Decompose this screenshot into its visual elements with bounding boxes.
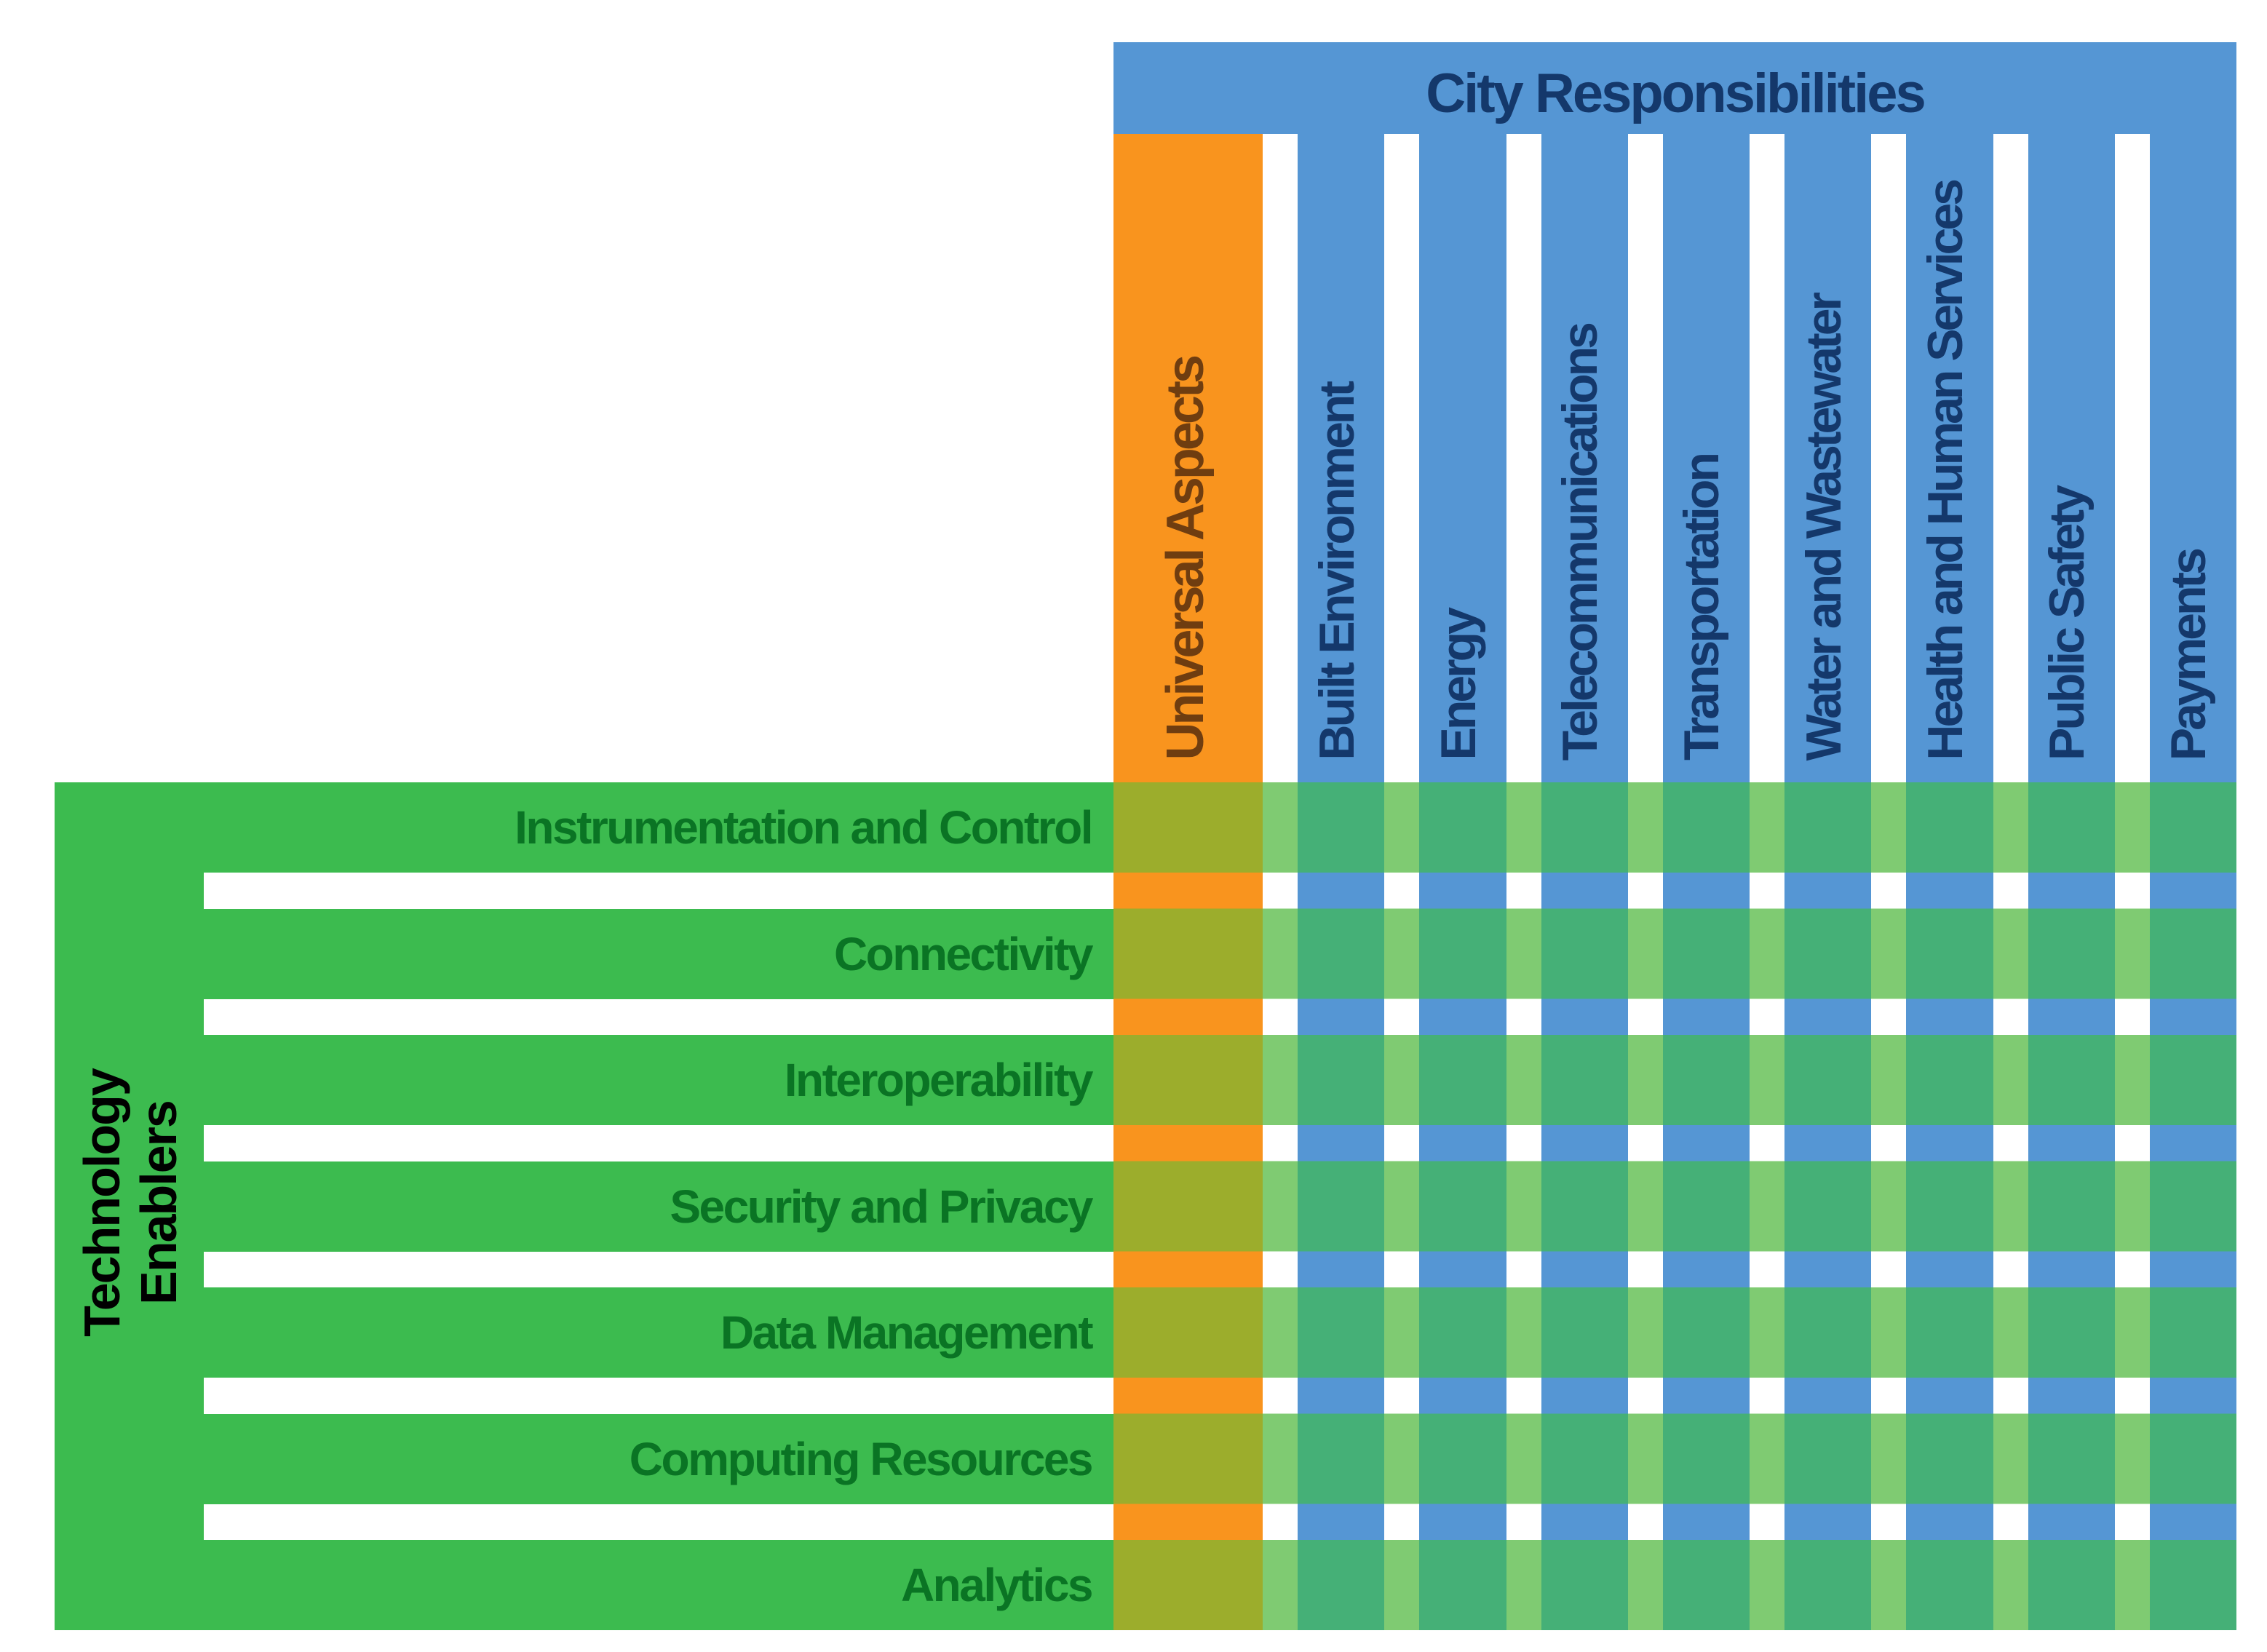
column-universal-aspects [1113, 134, 1263, 1630]
column-built-environment-row-intersections [1298, 782, 1385, 1630]
column-label-payments: Payments [2161, 549, 2217, 761]
column-label-health-and-human-services: Health and Human Services [1917, 181, 1973, 761]
column-separator-row-intersections [2114, 782, 2150, 1630]
column-water-and-wastewater-row-intersections [1784, 782, 1872, 1630]
column-universal-aspects-row-intersections [1113, 782, 1263, 1630]
column-separator-row-intersections [1384, 782, 1420, 1630]
technology-enablers-line1: Technology [73, 1068, 130, 1337]
column-separator-row-intersections [1263, 782, 1298, 1630]
row-label-instrumentation-and-control: Instrumentation and Control [515, 801, 1093, 854]
column-public-safety-upper [2028, 134, 2115, 782]
column-separator-upper [2114, 134, 2150, 782]
column-label-transportation: Transportation [1674, 454, 1730, 761]
column-label-water-and-wastewater: Water and Wastewater [1795, 294, 1851, 761]
column-label-telecommunications: Telecommunications [1552, 324, 1608, 761]
row-label-computing-resources: Computing Resources [629, 1432, 1094, 1485]
column-separator-upper [1506, 134, 1541, 782]
column-separator-upper [1993, 134, 2028, 782]
column-label-energy: Energy [1430, 610, 1486, 761]
column-separator [1993, 134, 2028, 1630]
column-transportation-row-intersections [1662, 782, 1750, 1630]
column-health-and-human-services-row-intersections [1906, 782, 1993, 1630]
column-built-environment-upper [1298, 134, 1385, 782]
city-responsibilities-header-band: City Responsibilities [1113, 42, 2236, 134]
column-separator [1750, 134, 1784, 1630]
column-universal-aspects-upper [1113, 134, 1263, 782]
column-separator [1627, 134, 1663, 1630]
column-separator-row-intersections [1627, 782, 1663, 1630]
column-energy [1419, 134, 1506, 1630]
column-payments-upper [2149, 134, 2236, 782]
column-label-public-safety: Public Safety [2039, 487, 2095, 761]
column-water-and-wastewater-upper [1784, 134, 1872, 782]
column-public-safety [2028, 134, 2115, 1630]
column-payments-row-intersections [2149, 782, 2236, 1630]
column-separator-row-intersections [1993, 782, 2028, 1630]
column-transportation-upper [1662, 134, 1750, 782]
city-responsibilities-title: City Responsibilities [1426, 62, 1926, 124]
column-telecommunications [1541, 134, 1628, 1630]
column-built-environment [1298, 134, 1385, 1630]
column-telecommunications-row-intersections [1541, 782, 1628, 1630]
column-telecommunications-upper [1541, 134, 1628, 782]
column-separator [1506, 134, 1541, 1630]
column-separator-upper [1750, 134, 1784, 782]
column-separator-row-intersections [1506, 782, 1541, 1630]
column-separator [1871, 134, 1907, 1630]
row-label-data-management: Data Management [720, 1306, 1094, 1359]
column-health-and-human-services-upper [1906, 134, 1993, 782]
row-label-analytics: Analytics [900, 1559, 1094, 1611]
column-separator-upper [1384, 134, 1420, 782]
column-label-built-environment: Built Environment [1309, 384, 1365, 761]
column-separator-upper [1263, 134, 1298, 782]
column-label-universal-aspects: Universal Aspects [1156, 357, 1215, 761]
column-energy-row-intersections [1419, 782, 1506, 1630]
column-separator [1384, 134, 1420, 1630]
column-separator-upper [1627, 134, 1663, 782]
row-label-interoperability: Interoperability [784, 1054, 1094, 1106]
column-separator [1263, 134, 1298, 1630]
column-payments [2149, 134, 2236, 1630]
technology-enablers-line2: Enablers [130, 1100, 187, 1305]
column-health-and-human-services [1906, 134, 1993, 1630]
column-separator-row-intersections [1750, 782, 1784, 1630]
column-separator [2114, 134, 2150, 1630]
column-separator-row-intersections [1871, 782, 1907, 1630]
column-energy-upper [1419, 134, 1506, 782]
row-label-security-and-privacy: Security and Privacy [670, 1180, 1093, 1233]
row-label-connectivity: Connectivity [833, 927, 1094, 980]
column-public-safety-row-intersections [2028, 782, 2115, 1630]
technology-enablers-title: Technology Enablers [74, 948, 190, 1458]
column-transportation [1662, 134, 1750, 1630]
column-water-and-wastewater [1784, 134, 1872, 1630]
column-separator-upper [1871, 134, 1907, 782]
